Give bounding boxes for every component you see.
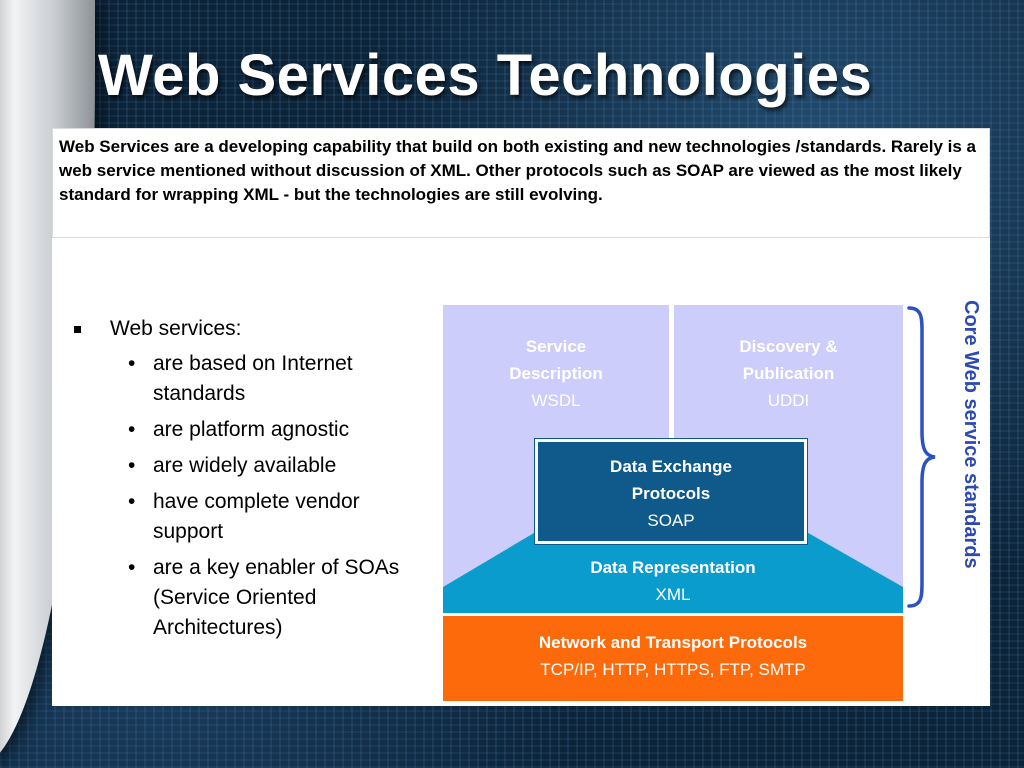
data-exchange-line2: Protocols — [631, 484, 711, 503]
dot-bullet-icon: • — [128, 418, 136, 441]
sub-bullet-list: • are based on Internet standards • are pl… — [72, 349, 432, 643]
bullet-main: Web services: — [72, 315, 432, 343]
service-description-line1: Service — [525, 337, 587, 356]
dot-bullet-icon: • — [128, 454, 136, 477]
data-representation-label: Data Representation XML — [443, 554, 903, 608]
dot-bullet-icon: • — [128, 556, 136, 579]
list-item-text: are a key enabler of SOAs (Service Orien… — [153, 556, 400, 639]
service-description-line2: Description — [509, 364, 603, 383]
data-representation-line1: Data Representation — [590, 558, 756, 577]
list-item-text: are widely available — [153, 454, 337, 477]
dot-bullet-icon: • — [128, 490, 136, 513]
curly-brace-icon — [907, 306, 936, 608]
slide-title: Web Services Technologies — [98, 43, 873, 108]
network-line1: Network and Transport Protocols — [538, 633, 808, 652]
data-exchange-line1: Data Exchange — [610, 457, 732, 476]
network-line2: TCP/IP, HTTP, HTTPS, FTP, SMTP — [540, 660, 806, 679]
list-item: • are based on Internet standards — [72, 349, 432, 409]
bullet-list: Web services: • are based on Internet sta… — [72, 315, 432, 649]
list-item: • are platform agnostic — [72, 415, 432, 445]
data-exchange-box: Data Exchange Protocols SOAP — [535, 439, 807, 544]
list-item-text: have complete vendor support — [153, 490, 360, 543]
discovery-line2: Publication — [742, 364, 835, 383]
bullet-main-text: Web services: — [110, 317, 242, 340]
list-item: • are a key enabler of SOAs (Service Orie… — [72, 553, 432, 643]
core-standards-label: Core Web service standards — [960, 300, 982, 569]
discovery-line3: UDDI — [767, 391, 810, 410]
square-bullet-icon — [74, 326, 81, 333]
service-description-line3: WSDL — [531, 391, 581, 410]
list-item-text: are platform agnostic — [153, 418, 350, 441]
network-transport-box: Network and Transport Protocols TCP/IP, … — [443, 616, 903, 701]
data-representation-line2: XML — [655, 585, 691, 604]
web-services-stack-diagram: Service Description WSDL Discovery & Pub… — [443, 305, 903, 701]
intro-paragraph: Web Services are a developing capability… — [52, 128, 990, 238]
dot-bullet-icon: • — [128, 352, 136, 375]
data-representation-shape — [443, 530, 903, 613]
list-item-text: are based on Internet standards — [153, 352, 353, 405]
list-item: • are widely available — [72, 451, 432, 481]
list-item: • have complete vendor support — [72, 487, 432, 547]
discovery-line1: Discovery & — [739, 337, 838, 356]
data-exchange-line3: SOAP — [647, 511, 695, 530]
